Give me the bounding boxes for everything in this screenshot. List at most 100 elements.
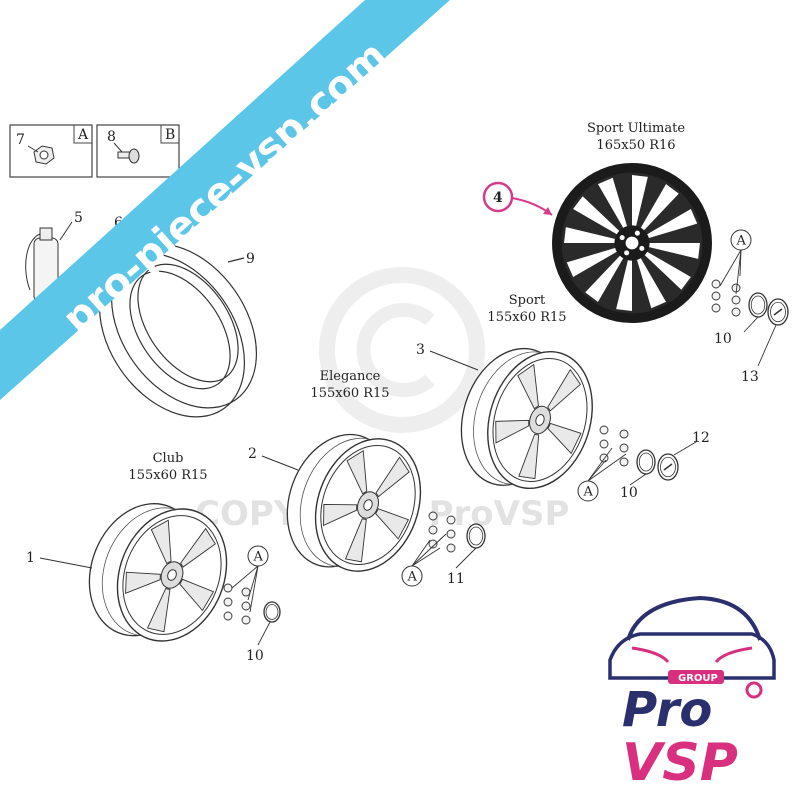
- lug-nut: [619, 443, 629, 453]
- spoke: [180, 527, 216, 568]
- ultimate-spoke-gap: [566, 247, 619, 277]
- lug-nut: [711, 279, 721, 289]
- leader-line: [735, 249, 742, 295]
- elegance-number: 2: [248, 446, 257, 462]
- svg-text:4: 4: [493, 190, 503, 206]
- elegance-name: Elegance: [320, 369, 381, 384]
- lug-nut: [241, 587, 251, 597]
- nut-tag: A: [77, 127, 89, 143]
- center-cap: [466, 523, 486, 549]
- lug-nut: [711, 291, 721, 301]
- leader-line: [629, 473, 647, 486]
- svg-text:A: A: [736, 234, 747, 249]
- hub-center: [167, 569, 177, 581]
- leader-line: [719, 249, 742, 287]
- leader-line: [249, 565, 259, 613]
- lug-nut: [446, 543, 456, 553]
- leader-line: [411, 533, 447, 567]
- ultimate-emblem-number: 13: [741, 369, 759, 385]
- club-name: Club: [153, 451, 184, 466]
- ultimate-spoke-gap: [585, 254, 624, 302]
- logo-line2: VSP: [622, 733, 738, 793]
- lug-nut: [223, 611, 233, 621]
- lug-nut: [446, 515, 456, 525]
- leader-line: [587, 447, 613, 482]
- spoke: [517, 363, 539, 410]
- part-box-bolt: B 8: [96, 124, 180, 178]
- ultimate-spoke-gap: [647, 243, 700, 259]
- ultimate-spoke-gap: [640, 184, 679, 232]
- center-emblem: [767, 298, 789, 326]
- rim-lip: [122, 515, 222, 635]
- sport-cap-number: 10: [620, 485, 638, 501]
- spokes: [495, 363, 582, 480]
- center-cap: [748, 292, 768, 318]
- leader-line: [231, 565, 259, 589]
- sport-size: 155x60 R15: [487, 310, 566, 325]
- elegance-size: 155x60 R15: [310, 386, 389, 401]
- elegance-wheel: [286, 433, 422, 572]
- center-emblem: [657, 453, 679, 481]
- ultimate-highlight-callout: 4: [482, 181, 553, 216]
- club-size: 155x60 R15: [128, 468, 207, 483]
- logo-group-tag: GROUP: [678, 673, 718, 684]
- lug-nut: [731, 295, 741, 305]
- spoke: [344, 518, 367, 563]
- leader-line: [411, 547, 441, 567]
- club-cap-number: 10: [246, 648, 264, 664]
- leader-line: [411, 539, 431, 567]
- spoke: [150, 519, 172, 565]
- ultimate-lug-hole: [634, 230, 640, 236]
- club-wheel: [88, 503, 228, 642]
- elegance-cap-number: 11: [447, 571, 465, 587]
- spoke: [346, 449, 368, 495]
- sport-ultimate-wheel: [552, 163, 712, 323]
- ultimate-spoke-gap: [636, 256, 666, 309]
- ultimate-center-bore: [625, 236, 639, 250]
- spoke: [547, 368, 581, 412]
- ultimate-spoke-gap: [632, 175, 648, 228]
- leader-line: [247, 565, 259, 601]
- sport-name: Sport: [509, 293, 546, 308]
- tag-ring-a: A: [577, 480, 599, 502]
- tag-ring-a: A: [401, 565, 423, 587]
- lug-nut: [446, 529, 456, 539]
- lug-nut: [711, 303, 721, 313]
- lug-nut: [731, 307, 741, 317]
- leader-line: [743, 316, 759, 333]
- provsp-logo: GROUP Pro VSP: [608, 595, 776, 793]
- sport-number: 3: [416, 342, 425, 358]
- ultimate-spoke-gap: [564, 227, 617, 243]
- center-cap: [263, 601, 281, 623]
- tyre-number: 9: [246, 251, 255, 267]
- ultimate-lug-hole: [624, 250, 630, 256]
- spokes: [125, 519, 216, 633]
- sealant-bottle-icon: [25, 221, 73, 303]
- lug-nut: [223, 597, 233, 607]
- spoke: [125, 571, 161, 594]
- club-number: 1: [26, 550, 35, 566]
- spoke: [375, 456, 410, 498]
- lug-nut: [428, 539, 438, 549]
- ultimate-cap-number: 10: [714, 331, 732, 347]
- spoke: [375, 508, 410, 540]
- leader-line: [455, 547, 477, 569]
- bolt-number: 8: [107, 129, 116, 145]
- leader-line: [757, 324, 777, 367]
- spoke: [518, 433, 540, 480]
- lug-nut: [599, 425, 609, 435]
- lug-nut: [241, 601, 251, 611]
- sealant-number: 5: [74, 210, 83, 226]
- website-banner: pro-piece-vsp.com: [0, 0, 450, 400]
- spoke: [547, 422, 582, 455]
- ultimate-spoke-gap: [616, 258, 632, 311]
- tag-ring-a: A: [730, 229, 752, 251]
- lug-nut: [599, 439, 609, 449]
- lug-nut: [619, 457, 629, 467]
- spoke: [495, 419, 530, 444]
- hub-center: [363, 499, 373, 511]
- spoke: [323, 503, 358, 527]
- lug-nut: [428, 525, 438, 535]
